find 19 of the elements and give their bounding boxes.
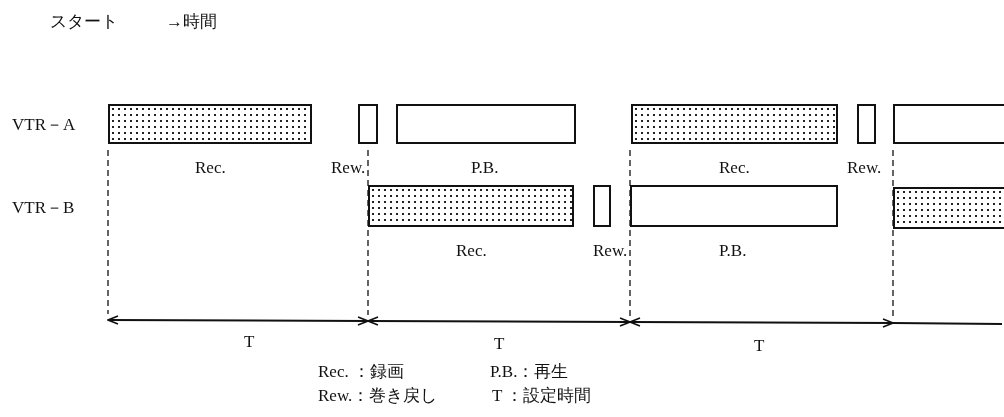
phase-label: Rew.	[847, 158, 882, 178]
phase-label: Rew.	[331, 158, 366, 178]
phase-label: Rec.	[195, 158, 226, 178]
start-label: スタート	[50, 11, 118, 33]
time-label: →時間	[166, 11, 217, 33]
key-text: P.B.：再生	[490, 361, 569, 383]
period-label: T	[754, 336, 765, 356]
key-text: Rew.：巻き戻し	[318, 385, 438, 407]
period-label: T	[494, 334, 505, 354]
period-label: T	[244, 332, 255, 352]
phase-label: Rec.	[456, 241, 487, 261]
phase-label: P.B.	[719, 241, 747, 261]
key-text: T ：設定時間	[492, 385, 592, 407]
row-label: VTR－A	[12, 114, 76, 136]
phase-label: Rew.	[593, 241, 628, 261]
phase-label: Rec.	[719, 158, 750, 178]
key-text: Rec. ：録画	[318, 361, 404, 383]
row-label: VTR－B	[12, 197, 75, 219]
phase-label: P.B.	[471, 158, 499, 178]
